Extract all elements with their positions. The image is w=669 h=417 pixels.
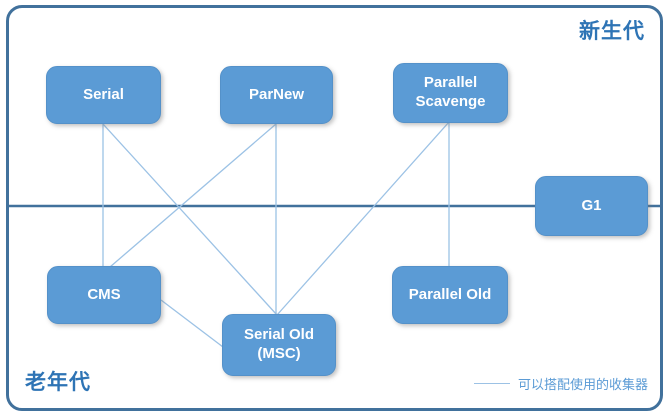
- node-parallel-scavenge-label: Parallel Scavenge: [415, 74, 486, 110]
- region-label-old-generation: 老年代: [25, 371, 91, 394]
- node-parnew-label: ParNew: [248, 85, 305, 103]
- node-cms-label: CMS: [87, 285, 121, 303]
- node-parallel-old: Parallel Old: [392, 266, 508, 324]
- node-parallel-old-label: Parallel Old: [408, 285, 492, 303]
- legend: 可以搭配使用的收集器: [473, 374, 648, 393]
- node-serial-old: Serial Old (MSC): [222, 314, 336, 376]
- node-serial-label: Serial: [83, 85, 124, 103]
- node-serial-old-label: Serial Old (MSC): [243, 326, 315, 362]
- legend-line-sample: [473, 383, 510, 384]
- node-serial: Serial: [46, 66, 161, 124]
- node-g1: G1: [535, 176, 648, 236]
- edge-parnew-cms: [109, 123, 277, 268]
- node-parnew: ParNew: [220, 66, 333, 124]
- node-g1-label: G1: [581, 196, 602, 214]
- edge-cms-serial-old: [160, 299, 224, 348]
- legend-label: 可以搭配使用的收集器: [517, 377, 648, 392]
- edge-parallel-scavenge-serial-old: [276, 121, 450, 316]
- edge-serial-serial-old: [102, 123, 278, 316]
- region-label-young-generation: 新生代: [579, 20, 645, 43]
- node-parallel-scavenge: Parallel Scavenge: [393, 63, 508, 123]
- node-cms: CMS: [47, 266, 161, 324]
